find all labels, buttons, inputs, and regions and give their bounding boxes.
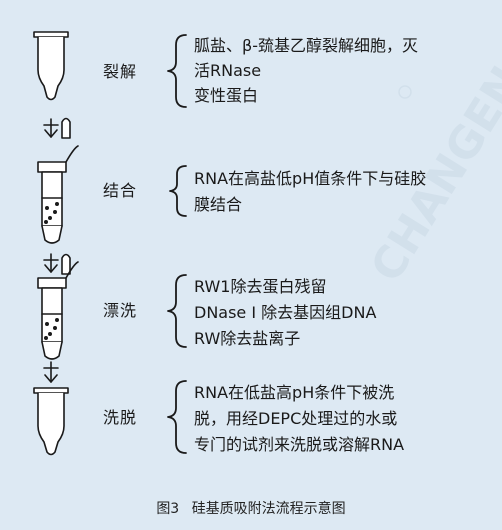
step-description-binding: RNA在高盐低pH值条件下与硅胶 膜结合 [194,168,494,215]
step-description-lysis: 胍盐、β-巯基乙醇裂解细胞，灭 活RNase 变性蛋白 [194,35,494,106]
brace-icon [167,34,187,108]
spin-column-tube-icon [37,145,79,244]
step-label-binding: 结合 [103,181,138,200]
tube-icon [33,31,69,101]
down-arrow-icon [43,253,59,273]
step-label-wash: 漂洗 [103,301,138,320]
down-arrow-icon [43,361,59,383]
step-label-lysis: 裂解 [103,62,138,81]
spin-column-icon [61,253,71,275]
description-line: RNA在低盐高pH条件下被洗 [194,383,395,402]
spin-column-icon [61,117,71,139]
figure-caption: 图3 硅基质吸附法流程示意图 [0,498,502,518]
brace-icon [167,380,187,454]
description-line: 脱，用经DEPC处理过的水或 [194,409,398,428]
description-line: 专门的试剂来洗脱或溶解RNA [194,435,405,454]
down-arrow-icon [43,118,59,138]
description-line: 膜结合 [194,195,243,214]
step-description-wash: RW1除去蛋白残留 DNase Ⅰ 除去基因组DNA RW除去盐离子 [194,276,494,349]
step-description-elution: RNA在低盐高pH条件下被洗 脱，用经DEPC处理过的水或 专门的试剂来洗脱或溶… [194,382,494,455]
tube-icon [33,387,69,456]
brace-icon [169,165,187,217]
description-line: 胍盐、β-巯基乙醇裂解细胞，灭 [194,36,418,55]
figure-title: 硅基质吸附法流程示意图 [191,501,346,517]
description-line: RW除去盐离子 [194,329,301,348]
description-line: RW1除去蛋白残留 [194,277,327,296]
description-line: RNA在高盐低pH值条件下与硅胶 [194,169,427,188]
spin-column-tube-icon [37,261,79,360]
description-line: 变性蛋白 [194,86,259,105]
step-label-elution: 洗脱 [103,408,138,427]
description-line: 活RNase [194,61,262,80]
description-line: DNase Ⅰ 除去基因组DNA [194,303,377,322]
brace-icon [167,274,187,348]
figure-number: 图3 [156,501,180,517]
